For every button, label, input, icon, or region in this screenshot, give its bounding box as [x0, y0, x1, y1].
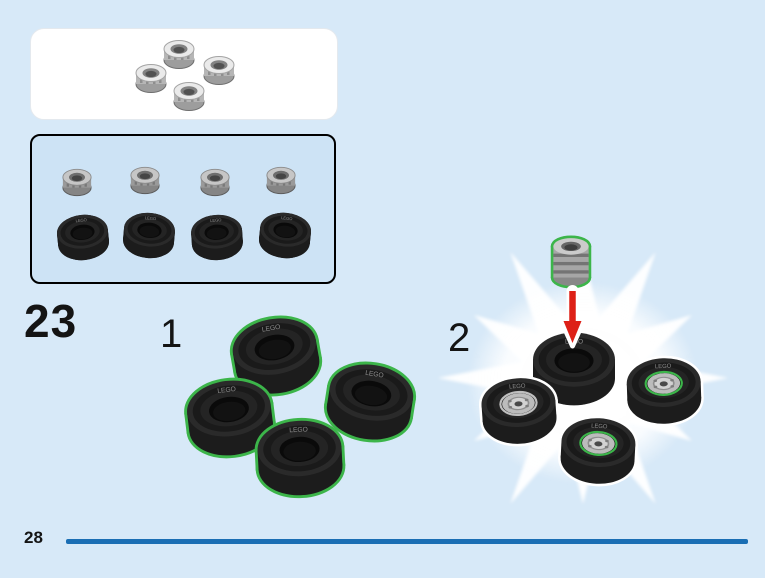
tire-icon	[257, 210, 313, 261]
tire-highlighted-icon	[256, 418, 344, 498]
tire-icon	[55, 212, 111, 263]
assembled-wheel-icon	[625, 356, 703, 426]
assembled-wheel-icon	[479, 375, 559, 447]
page-number: 28	[24, 528, 43, 547]
wheel-rim-icon	[130, 166, 160, 195]
down-arrow-icon	[560, 288, 585, 348]
wheel-rim-icon	[173, 82, 205, 111]
tire-icon	[189, 213, 245, 262]
wheel-rim-icon	[135, 64, 167, 93]
parts-box	[30, 134, 336, 284]
preview-box	[30, 28, 338, 120]
step-number: 23	[24, 295, 78, 347]
rim-highlighted-icon	[553, 238, 589, 286]
footer-line	[66, 539, 748, 544]
tire-icon	[121, 210, 177, 261]
wheel-rim-icon	[62, 168, 92, 197]
substep-1-label: 1	[160, 312, 183, 356]
substep-2-label: 2	[448, 316, 471, 360]
wheel-rim-icon	[266, 166, 296, 195]
wheel-rim-icon	[200, 168, 230, 197]
